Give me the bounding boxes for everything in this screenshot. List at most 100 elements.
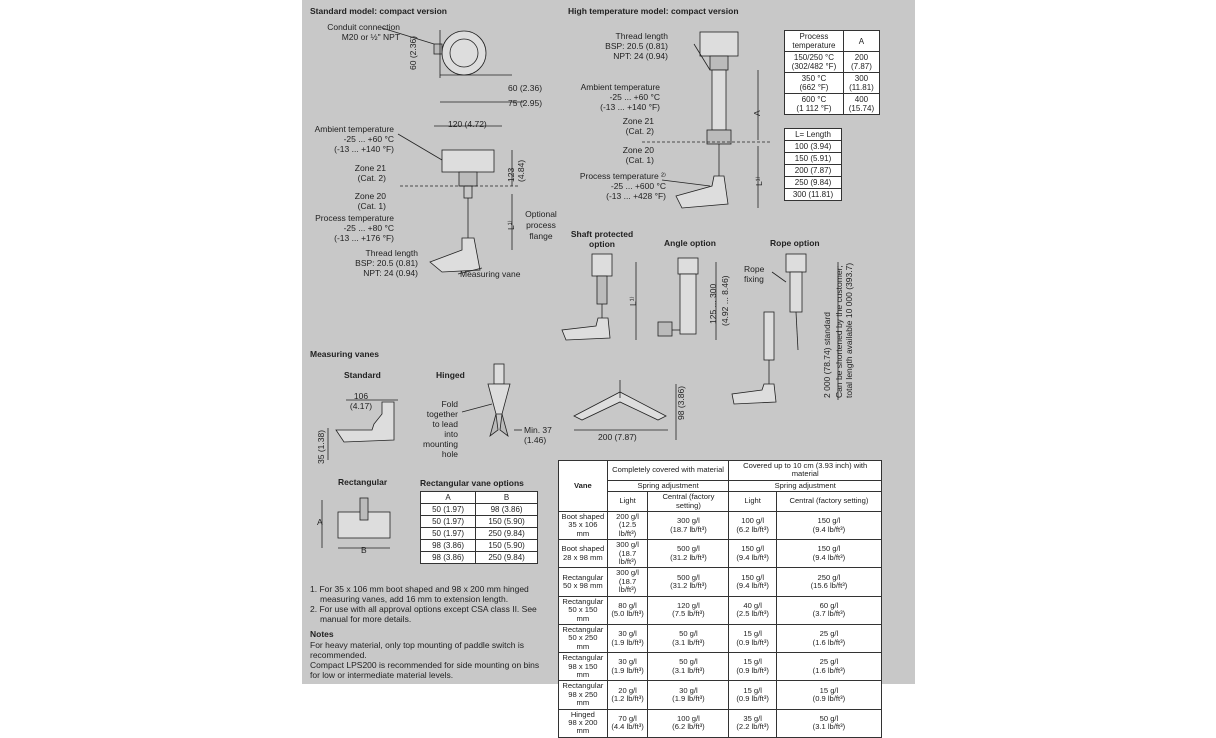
thread-length-label: Thread length [365, 248, 418, 258]
fold-4: into [444, 429, 458, 439]
rope-fixing-label: Rope [744, 264, 765, 274]
conduit-value: M20 or ½" NPT [341, 32, 400, 42]
vane-hinged-title: Hinged [436, 370, 465, 380]
rect-head-b: B [475, 491, 538, 504]
optional-label: Optional [525, 209, 557, 219]
rect-options-title: Rectangular vane options [420, 478, 524, 488]
footnote-1b: measuring vanes, add 16 mm to extension … [320, 594, 509, 604]
ambient-temp-f: (-13 ... +140 °F) [334, 144, 394, 154]
dim-123-in: (4.84) [516, 159, 526, 182]
ht-zone20-label: Zone 20 [622, 145, 654, 155]
length-head: L= Length [784, 128, 842, 141]
ambient-temp-c: -25 ... +60 °C [343, 134, 394, 144]
ht-ambient-label: Ambient temperature [580, 82, 660, 92]
ht-thread-length-npt: NPT: 24 (0.94) [613, 51, 668, 61]
rect-b-label: B [361, 545, 367, 555]
fold-3: to lead [432, 419, 458, 429]
flange-top-view [441, 30, 487, 76]
measuring-vanes-title: Measuring vanes [310, 349, 379, 359]
spring-adjustment-table: Vane Completely covered with material Co… [558, 459, 883, 738]
shaft-l-dimension: L¹⁾ [628, 296, 638, 306]
light-head-2: Light [728, 491, 777, 513]
hinged-dim-98: 98 (3.86) [676, 385, 686, 420]
table-row: 150/250 °C(302/482 °F) 200(7.87) [784, 51, 881, 73]
table-row: 98 (3.86)150 (5.90) [419, 539, 538, 552]
angle-option-title: Angle option [664, 238, 716, 248]
ht-zone21-cat: (Cat. 2) [625, 126, 654, 136]
thread-length-bsp: BSP: 20.5 (0.81) [355, 258, 418, 268]
angle-dim-mm: 125 ... 300 [708, 283, 718, 324]
angle-dim-in: (4.92 ... 8.46) [720, 275, 730, 326]
vane-head: Vane [558, 459, 608, 513]
rope-option-title: Rope option [770, 238, 820, 248]
fold-1: Fold [441, 399, 458, 409]
ht-a-dimension: A [752, 110, 762, 116]
length-table: L= Length 100 (3.94) 150 (5.91) 200 (7.8… [784, 128, 842, 201]
technical-drawings [321, 27, 839, 549]
table-row: 350 °C(662 °F) 300(11.81) [784, 72, 881, 94]
ht-thread-length-bsp: BSP: 20.5 (0.81) [605, 41, 668, 51]
process-temp-c: -25 ... +80 °C [343, 223, 394, 233]
hinged-dim-200: 200 (7.87) [598, 432, 637, 442]
optional-flange: flange [529, 231, 553, 241]
table-row: 250 (9.84) [784, 176, 842, 189]
rope-dim-total: total length available 10 000 (393.7) [844, 262, 854, 398]
dim-106: 106 [353, 391, 369, 401]
dim-120: 120 (4.72) [448, 119, 487, 129]
central-head-1: Central (factory setting) [647, 491, 730, 513]
rect-options-table: A B 50 (1.97)98 (3.86) 50 (1.97)150 (5.9… [419, 491, 538, 564]
fold-2: together [426, 409, 458, 419]
optional-process: process [526, 220, 556, 230]
standard-model-title: Standard model: compact version [310, 6, 447, 16]
zone21-cat: (Cat. 2) [357, 173, 386, 183]
table-row: 50 (1.97)98 (3.86) [419, 503, 538, 516]
ht-process-f: (-13 ... +428 °F) [606, 191, 666, 201]
min-37-in: (1.46) [524, 435, 547, 445]
central-head-2: Central (factory setting) [775, 491, 883, 513]
rope-fixing-label-2: fixing [744, 274, 764, 284]
dim-60-horizontal: 60 (2.36) [508, 83, 543, 93]
dim-106-in: (4.17) [349, 401, 373, 411]
zone20-cat: (Cat. 1) [357, 201, 386, 211]
zone20-label: Zone 20 [354, 191, 386, 201]
table-row: 98 (3.86)250 (9.84) [419, 551, 538, 564]
table-row: 600 °C(1 112 °F) 400(15.74) [784, 93, 881, 115]
light-head-1: Light [606, 491, 649, 513]
ht-process-c: -25 ... +600 °C [610, 181, 666, 191]
fold-6: hole [441, 449, 458, 459]
housing-standard [441, 149, 495, 173]
zone21-label: Zone 21 [354, 163, 386, 173]
footnote-2a: 2. For use with all approval options exc… [310, 604, 537, 614]
note-2a: Compact LPS200 is recommended for side m… [310, 660, 540, 670]
dim-123: 123 [506, 167, 516, 182]
extension-tube [711, 69, 727, 131]
notes-title: Notes [310, 629, 334, 639]
footnote-1a: 1. For 35 x 106 mm boot shaped and 98 x … [310, 584, 529, 594]
hightemp-model-title: High temperature model: compact version [568, 6, 739, 16]
thread-length-npt: NPT: 24 (0.94) [363, 268, 418, 278]
process-temp-label: Process temperature [315, 213, 394, 223]
table-row: 300 (11.81) [784, 188, 842, 201]
fold-5: mounting [423, 439, 458, 449]
measuring-vane-drawing [429, 237, 481, 273]
conduit-label: Conduit connection [327, 22, 400, 32]
table-row: 200 (7.87) [784, 164, 842, 177]
note-1b: recommended. [310, 650, 367, 660]
datasheet-page: Standard model: compact version Conduit … [302, 0, 915, 738]
ht-thread-length-label: Thread length [615, 31, 668, 41]
note-1a: For heavy material, only top mounting of… [310, 640, 525, 650]
table-row: 100 (3.94) [784, 140, 842, 153]
spring-adjustment-head-1: Spring adjustment [606, 479, 730, 493]
footnote-2b: manual for more details. [320, 614, 412, 624]
dim-60-vertical: 60 (2.36) [408, 35, 418, 70]
completely-covered-head: Completely covered with material [606, 460, 730, 481]
ht-ambient-f: (-13 ... +140 °F) [600, 102, 660, 112]
